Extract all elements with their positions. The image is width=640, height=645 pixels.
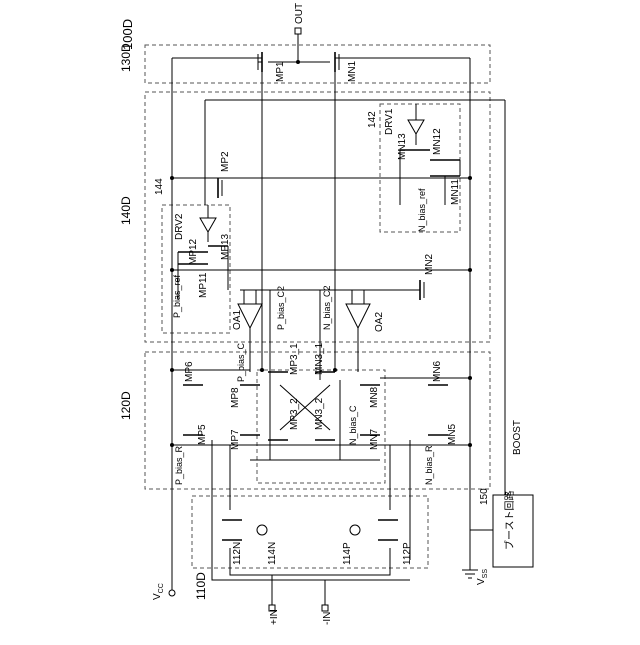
label-b144: 144 — [154, 178, 165, 195]
label-mp1: MP1 — [275, 61, 286, 82]
current-source-114P — [350, 525, 360, 535]
label-n-bias-c2: N_bias_C2 — [322, 285, 332, 330]
label-n114: 114N — [267, 542, 278, 565]
oa2-wires — [352, 290, 364, 372]
label-oa1: OA1 — [232, 310, 243, 330]
label-mn5: MN5 — [447, 423, 458, 445]
label-mp3-1: MP3_1 — [289, 343, 300, 375]
label-n112: 112N — [232, 542, 243, 565]
label-p-bias-r: P_bias_R — [174, 445, 184, 485]
label-mn7: MN7 — [369, 428, 380, 450]
input-wire-plus — [230, 548, 390, 608]
label-inm: -IN — [322, 612, 333, 625]
label-drv2: DRV2 — [174, 213, 185, 240]
label-mp7: MP7 — [230, 429, 241, 450]
label-mn1: MN1 — [347, 60, 358, 82]
label-b140: 140D — [119, 196, 133, 225]
label-mp12: MP12 — [188, 238, 199, 265]
label-mp11: MP11 — [198, 272, 209, 298]
label-p114: 114P — [342, 542, 353, 565]
label-out: OUT — [294, 3, 305, 24]
label-b110: 110D — [194, 572, 208, 600]
label-layer: 130D140D120D110D144142150OUT+IN-INBOOSTM… — [119, 3, 523, 625]
current-source-114N — [257, 525, 267, 535]
label-mn2: MN2 — [424, 253, 435, 275]
label-p-bias-c: P_bias_C — [236, 342, 246, 382]
label-mn3-1: MN3_1 — [314, 342, 325, 375]
label-b142: 142 — [367, 111, 378, 128]
vcc-terminal — [169, 590, 175, 596]
out-terminal — [295, 28, 301, 34]
label-mn13: MN13 — [397, 133, 408, 160]
label-mp3-2: MP3_2 — [289, 398, 300, 430]
vss-ground-icon — [462, 570, 478, 578]
junction-dots — [170, 60, 472, 447]
label-p-bias-ref: P_bias_ref — [172, 274, 182, 318]
label-boost: BOOST — [512, 420, 523, 455]
label-inp: +IN — [269, 609, 280, 625]
input-wire-minus — [212, 560, 410, 608]
label-boost-block: ブースト回路 — [503, 491, 516, 551]
label-mp5: MP5 — [197, 424, 208, 445]
label-n-bias-c: N_bias_C — [348, 405, 358, 445]
label-mn6: MN6 — [432, 360, 443, 382]
label-mn11: MN11 — [450, 179, 461, 205]
p-pair-channel — [378, 520, 398, 540]
label-mn12: MN12 — [432, 128, 443, 155]
label-mp2: MP2 — [220, 151, 231, 172]
label-mn3-2: MN3_2 — [314, 397, 325, 430]
label-n-bias-ref: N_bias_ref — [417, 188, 427, 232]
label-mp13: MP13 — [220, 233, 231, 260]
label-p112: 112P — [402, 542, 413, 565]
n-pair-channel — [222, 520, 242, 540]
minus-in-terminal — [322, 605, 328, 611]
label-p-bias-c2: P_bias_C2 — [276, 286, 286, 330]
vcc-label: VCC — [152, 583, 165, 600]
label-oa2: OA2 — [374, 312, 385, 332]
label-mp6: MP6 — [184, 361, 195, 382]
drv2-triangle — [200, 218, 216, 232]
label-b120: 120D — [119, 391, 133, 420]
block-130D-box — [145, 45, 490, 83]
label-n-bias-r: N_bias_R — [424, 445, 434, 485]
drv1-triangle — [408, 120, 424, 134]
label-b150: 150 — [479, 488, 490, 505]
cross-wires — [270, 380, 340, 460]
figure-ref: 100D — [120, 19, 135, 50]
label-mp8: MP8 — [230, 387, 241, 408]
vss-label: VSS — [476, 569, 489, 585]
label-drv1: DRV1 — [384, 108, 395, 135]
label-mn8: MN8 — [369, 386, 380, 408]
block-110D-box — [192, 496, 428, 568]
oa2-triangle — [346, 304, 370, 328]
